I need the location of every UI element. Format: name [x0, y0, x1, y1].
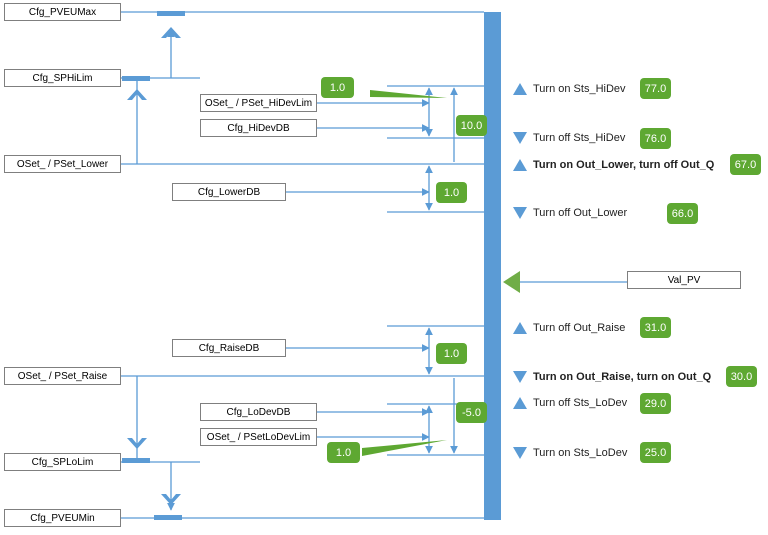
state-turn-on-out-raise: Turn on Out_Raise, turn on Out_Q — [513, 369, 711, 385]
lower-deadband-badge: 1.0 — [436, 182, 467, 203]
hidev-hysteresis-badge: 1.0 — [321, 77, 354, 98]
state-label: Turn on Sts_HiDev — [533, 83, 626, 95]
oset-lower-box: OSet_ / PSet_Lower — [4, 155, 121, 173]
up-triangle-icon — [513, 83, 527, 95]
lowerdb-box: Cfg_LowerDB — [172, 183, 286, 201]
up-triangle-icon — [513, 322, 527, 334]
state-turn-on-out-lower: Turn on Out_Lower, turn off Out_Q — [513, 157, 714, 173]
state-value-badge: 66.0 — [667, 203, 698, 224]
val-pv-box: Val_PV — [627, 271, 741, 289]
pv-range-bar — [484, 12, 501, 520]
up-triangle-icon — [513, 397, 527, 409]
state-label: Turn off Sts_HiDev — [533, 132, 626, 144]
down-triangle-icon — [513, 371, 527, 383]
state-label: Turn on Out_Lower, turn off Out_Q — [533, 159, 715, 171]
sphilim-box: Cfg_SPHiLim — [4, 69, 121, 87]
down-triangle-icon — [513, 447, 527, 459]
state-turn-off-sts-lodev: Turn off Sts_LoDev — [513, 395, 627, 411]
raisedb-box: Cfg_RaiseDB — [172, 339, 286, 357]
oset-hidevlim-box: OSet_ / PSet_HiDevLim — [200, 94, 317, 112]
lodev-limit-badge: -5.0 — [456, 402, 487, 423]
state-turn-off-sts-hidev: Turn off Sts_HiDev — [513, 130, 625, 146]
hidevdb-box: Cfg_HiDevDB — [200, 119, 317, 137]
raise-deadband-badge: 1.0 — [436, 343, 467, 364]
state-turn-on-sts-lodev: Turn on Sts_LoDev — [513, 445, 627, 461]
down-triangle-icon — [513, 132, 527, 144]
state-value-badge: 76.0 — [640, 128, 671, 149]
oset-lodevlim-box: OSet_ / PSetLoDevLim — [200, 428, 317, 446]
state-value-badge: 67.0 — [730, 154, 761, 175]
state-turn-on-sts-hidev: Turn on Sts_HiDev — [513, 81, 626, 97]
pveu-min-box: Cfg_PVEUMin — [4, 509, 121, 527]
state-turn-off-out-lower: Turn off Out_Lower — [513, 205, 627, 221]
state-label: Turn off Out_Raise — [533, 322, 626, 334]
oset-raise-box: OSet_ / PSet_Raise — [4, 367, 121, 385]
up-triangle-icon — [513, 159, 527, 171]
state-value-badge: 25.0 — [640, 442, 671, 463]
state-value-badge: 31.0 — [640, 317, 671, 338]
state-label: Turn off Out_Lower — [533, 207, 628, 219]
lodev-hysteresis-badge: 1.0 — [327, 442, 360, 463]
state-value-badge: 29.0 — [640, 393, 671, 414]
state-label: Turn off Sts_LoDev — [533, 397, 628, 409]
state-label: Turn on Out_Raise, turn on Out_Q — [533, 371, 712, 383]
pveu-max-box: Cfg_PVEUMax — [4, 3, 121, 21]
state-value-badge: 77.0 — [640, 78, 671, 99]
state-label: Turn on Sts_LoDev — [533, 447, 628, 459]
splolim-box: Cfg_SPLoLim — [4, 453, 121, 471]
state-turn-off-out-raise: Turn off Out_Raise — [513, 320, 625, 336]
lodevdb-box: Cfg_LoDevDB — [200, 403, 317, 421]
down-triangle-icon — [513, 207, 527, 219]
state-value-badge: 30.0 — [726, 366, 757, 387]
hidev-limit-badge: 10.0 — [456, 115, 487, 136]
